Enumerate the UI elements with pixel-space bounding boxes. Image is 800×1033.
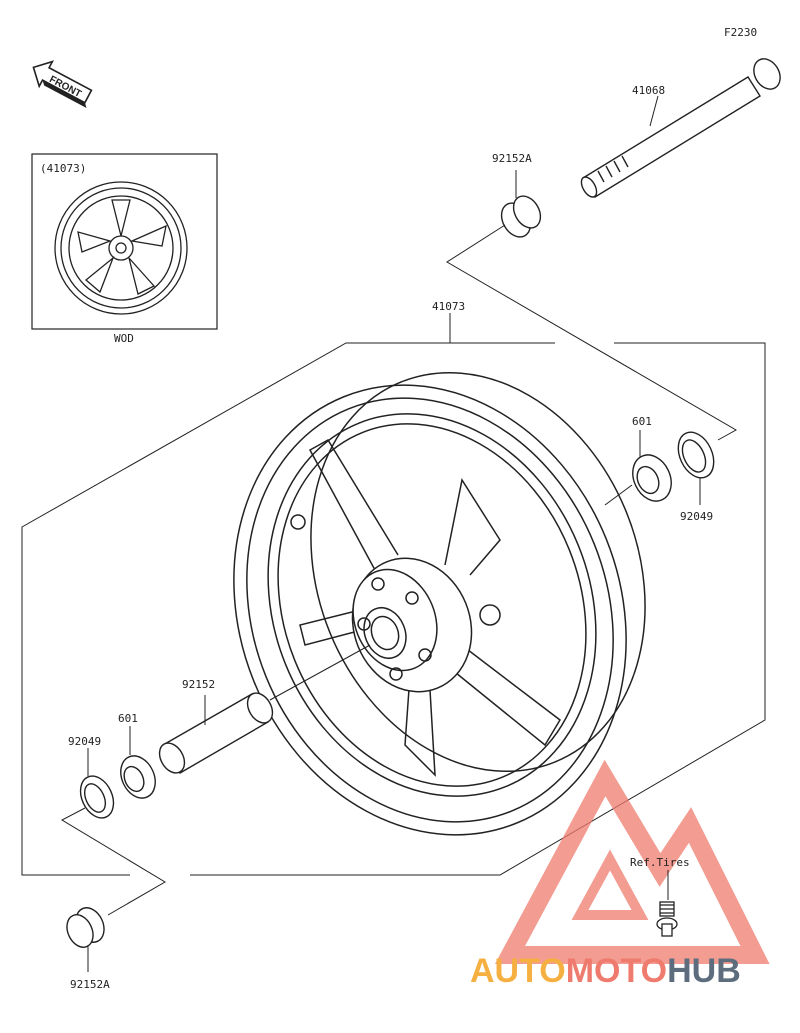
automotohub-logo-icon — [494, 759, 770, 964]
watermark-text: AUTOMOTOHUB — [470, 952, 741, 990]
inset-part-label: (41073) — [40, 162, 86, 175]
bearing-left-601 — [120, 755, 156, 799]
collar-left-part-label: 92152A — [70, 978, 110, 991]
right-assembly-leader — [446, 224, 738, 441]
bearing-right-part-label: 601 — [632, 415, 652, 428]
diagram-code: F2230 — [724, 26, 757, 39]
sleeve-axis-line — [269, 644, 371, 701]
front-wheel-41073 — [233, 371, 646, 836]
sleeve-92152 — [158, 692, 274, 774]
sleeve-part-label: 92152 — [182, 678, 215, 691]
inset-wheel-box: (41073) WOD — [31, 153, 218, 345]
bearing-right-axis-line — [604, 484, 633, 506]
bearing-right-601 — [632, 454, 672, 502]
wheel-bracket-left — [21, 342, 555, 876]
front-direction-arrow-icon: FRONT — [32, 60, 93, 109]
axle-41068 — [580, 58, 781, 198]
collar-right-part-label: 92152A — [492, 152, 532, 165]
inset-wheel-icon — [54, 181, 188, 315]
watermark-hub: HUB — [667, 952, 741, 990]
seal-right-part-label: 92049 — [680, 510, 713, 523]
axle-leader-line — [649, 95, 659, 127]
seal-right-92049 — [677, 431, 715, 479]
collar-left-92152A — [66, 907, 105, 948]
bearing-left-part-label: 601 — [118, 712, 138, 725]
wheel-part-label: 41073 — [432, 300, 465, 313]
left-assembly-leader — [60, 807, 166, 916]
collar-right-92152A — [500, 195, 542, 238]
watermark-auto: AUTO — [470, 952, 566, 990]
valve-stem — [656, 901, 678, 937]
valve-part-label: Ref.Tires — [630, 856, 690, 869]
axle-part-label: 41068 — [632, 84, 665, 97]
inset-color-code: WOD — [114, 332, 134, 345]
seal-left-92049 — [79, 775, 115, 819]
watermark-moto: MOTO — [566, 952, 667, 990]
seal-left-part-label: 92049 — [68, 735, 101, 748]
wheel-bracket-right — [190, 342, 766, 876]
